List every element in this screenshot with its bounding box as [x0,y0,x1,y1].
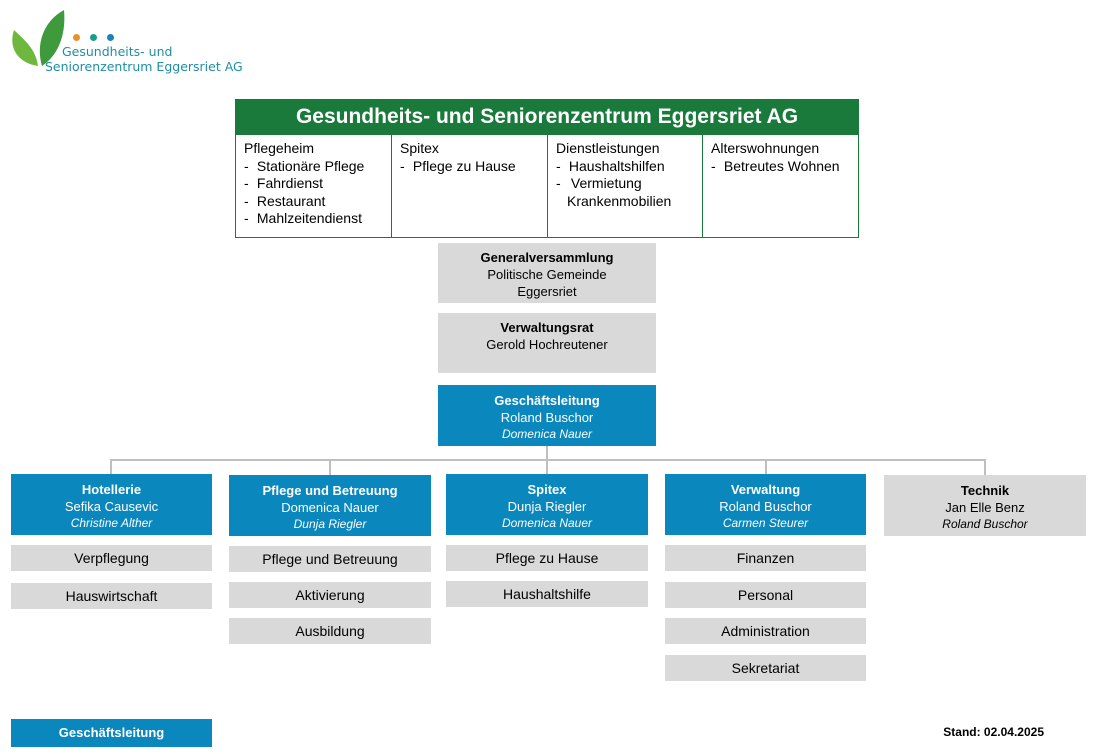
box-deputy: Domenica Nauer [501,427,593,441]
service-column-alterswohnungen: Alterswohnungen - Betreutes Wohnen [703,135,859,238]
service-heading: Dienstleistungen [556,140,660,156]
unit-box: Sekretariat [665,655,866,681]
box-deputy: Domenica Nauer [501,516,593,530]
box-name: Domenica Nauer [281,500,379,515]
service-item: - Stationäre Pflege [244,157,365,174]
service-item: - Restaurant [244,192,326,209]
box-deputy: Carmen Steurer [722,516,809,530]
unit-box: Verpflegung [11,545,212,571]
connector-technik [984,459,986,475]
service-column-pflegeheim: Pflegeheim - Stationäre Pflege - Fahrdie… [235,135,392,238]
box-name: Gerold Hochreutener [486,337,608,352]
service-item: - Pflege zu Hause [400,157,516,174]
box-name: Roland Buschor [719,499,812,514]
generalversammlung-box: Generalversammlung Politische Gemeinde E… [438,243,656,303]
box-title: Generalversammlung [480,250,614,265]
box-name: Dunja Riegler [507,499,587,514]
service-item: - Haushaltshilfen [556,157,665,174]
org-title: Gesundheits- und Seniorenzentrum Eggersr… [235,99,859,135]
box-title: Geschäftsleitung [494,393,600,408]
leaf-icon [12,10,65,66]
box-line: Politische Gemeinde [487,267,607,282]
logo: Gesundheits- und Seniorenzentrum Eggersr… [8,8,258,78]
logo-text-line1: Gesundheits- und [62,44,173,59]
box-title: Hotellerie [81,482,142,497]
box-title: Technik [960,483,1010,498]
connector-gl-down [546,446,548,460]
connector-main-horizontal [111,459,986,461]
unit-box: Personal [665,582,866,608]
unit-box: Pflege zu Hause [446,545,648,571]
geschaeftsleitung-box: Geschäftsleitung Roland Buschor Domenica… [438,385,656,446]
box-title: Verwaltung [730,482,801,497]
unit-box: Haushaltshilfe [446,581,648,607]
service-column-dienstleistungen: Dienstleistungen - Haushaltshilfen - Ver… [548,135,703,238]
department-hotellerie: Hotellerie Sefika Causevic Christine Alt… [11,474,212,535]
unit-box: Finanzen [665,545,866,571]
service-item: - Betreutes Wohnen [711,157,840,174]
box-title: Pflege und Betreuung [262,483,398,498]
unit-box: Aktivierung [229,582,431,608]
legend-geschaeftsleitung: Geschäftsleitung [11,719,212,747]
connector-pflege [329,459,331,475]
logo-text-line2: Seniorenzentrum Eggersriet AG [45,59,243,74]
logo-dot-blue [107,34,114,41]
unit-box: Ausbildung [229,618,431,644]
connector-verwaltung [765,459,767,474]
box-title: Verwaltungsrat [500,320,594,335]
stand-date: Stand: 02.04.2025 [943,725,1044,739]
department-pflege-und-betreuung: Pflege und Betreuung Domenica Nauer Dunj… [229,475,431,536]
connector-spitex [546,459,548,474]
logo-dot-teal [90,34,97,41]
service-column-spitex: Spitex - Pflege zu Hause [392,135,548,238]
logo-dot-orange [73,34,80,41]
service-heading: Spitex [400,140,439,156]
box-deputy: Roland Buschor [942,517,1028,531]
unit-box: Administration [665,618,866,644]
service-item: - Fahrdienst [244,175,324,191]
box-title: Spitex [527,482,567,497]
box-name: Sefika Causevic [64,499,159,514]
department-technik: Technik Jan Elle Benz Roland Buschor [884,475,1086,536]
box-deputy: Christine Alther [70,516,153,530]
department-spitex: Spitex Dunja Riegler Domenica Nauer [446,474,648,535]
box-name: Roland Buschor [500,410,594,425]
service-item: - Vermietung Krankenmobilien [556,175,672,209]
verwaltungsrat-box: Verwaltungsrat Gerold Hochreutener [438,313,656,373]
box-deputy: Dunja Riegler [293,517,367,531]
service-heading: Alterswohnungen [711,140,820,156]
box-name: Jan Elle Benz [945,500,1025,515]
connector-hotellerie [110,459,112,474]
department-verwaltung: Verwaltung Roland Buschor Carmen Steurer [665,474,866,535]
service-heading: Pflegeheim [244,140,315,156]
unit-box: Pflege und Betreuung [229,546,431,572]
unit-box: Hauswirtschaft [11,583,212,609]
box-line: Eggersriet [517,284,577,299]
service-item: - Mahlzeitendienst [244,210,362,226]
